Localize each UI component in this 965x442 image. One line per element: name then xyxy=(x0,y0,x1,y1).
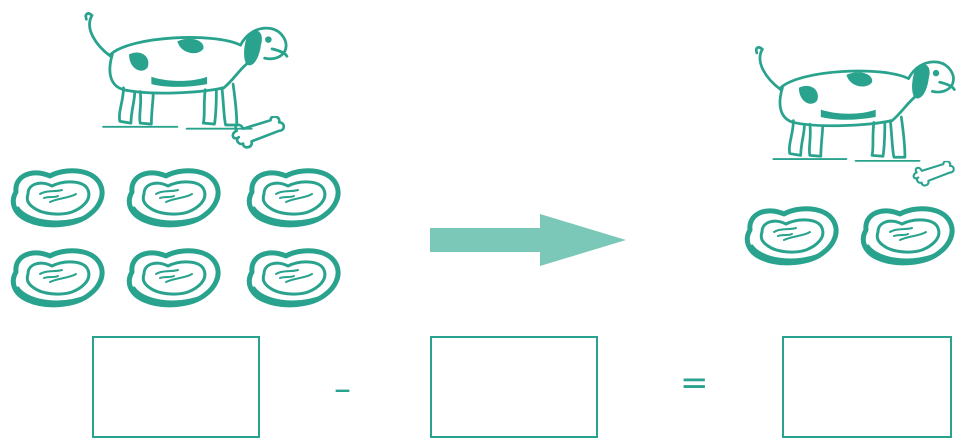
steak-icon xyxy=(6,242,106,312)
minus-sign: – xyxy=(334,372,351,406)
steak-icon xyxy=(6,162,106,232)
right-scene xyxy=(730,0,965,320)
dog-icon xyxy=(742,42,960,170)
bone-icon xyxy=(910,160,960,190)
equals-sign: = xyxy=(680,366,709,400)
left-scene xyxy=(0,0,360,320)
bone-icon xyxy=(228,116,292,152)
answer-box-1[interactable] xyxy=(92,336,260,438)
steak-icon xyxy=(122,242,222,312)
steak-icon xyxy=(242,242,342,312)
steak-icon xyxy=(242,162,342,232)
steak-icon xyxy=(122,162,222,232)
right-arrow-icon xyxy=(428,210,628,270)
steak-icon xyxy=(856,200,956,270)
answer-box-2[interactable] xyxy=(430,336,598,438)
steak-icon xyxy=(740,200,840,270)
answer-box-3[interactable] xyxy=(782,336,952,438)
